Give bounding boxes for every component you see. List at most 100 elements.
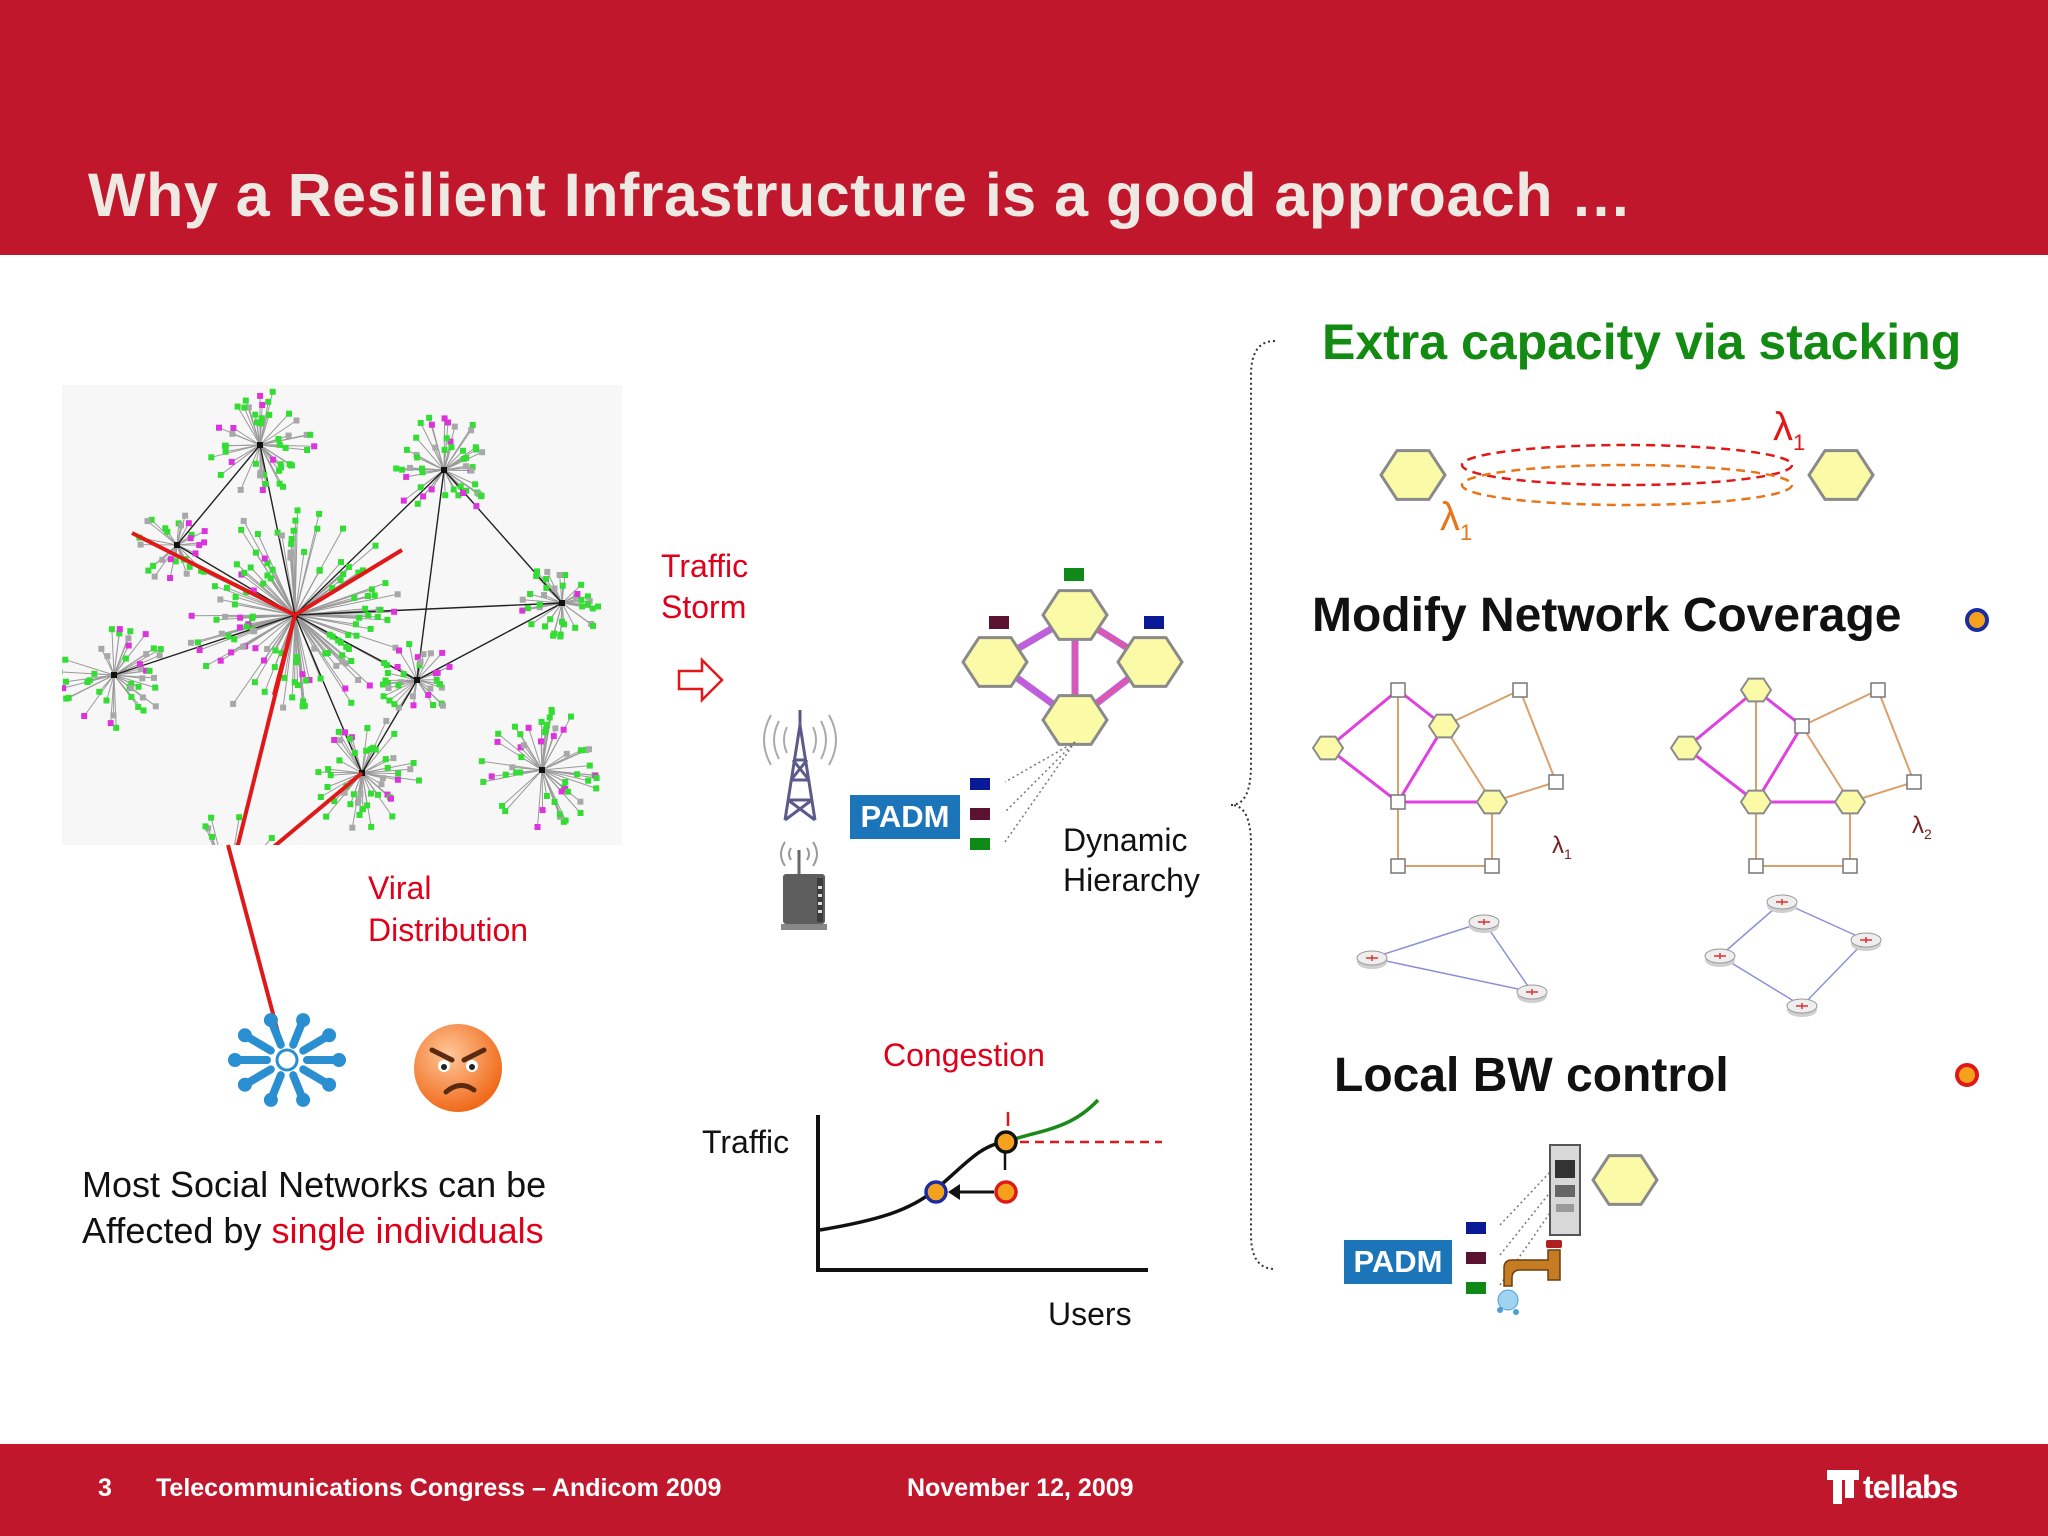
network-spoke xyxy=(83,674,115,717)
network-spoke xyxy=(248,407,261,446)
topology-switch-node xyxy=(1390,858,1406,874)
network-leaf-node xyxy=(188,531,195,538)
network-leaf-node xyxy=(351,594,358,601)
viral-label-line2: Distribution xyxy=(368,912,529,948)
network-leaf-node xyxy=(337,639,344,646)
topology-switch-node xyxy=(1842,858,1858,874)
network-leaf-node xyxy=(371,592,378,599)
network-leaf-node xyxy=(385,685,392,692)
network-leaf-node xyxy=(178,522,184,529)
traffic-storm-line1: Traffic xyxy=(661,548,749,584)
network-spoke xyxy=(294,614,307,681)
network-leaf-node xyxy=(125,635,132,642)
network-spoke xyxy=(176,515,186,546)
network-leaf-node xyxy=(238,526,245,533)
network-spoke xyxy=(561,602,576,629)
network-leaf-node xyxy=(509,764,516,771)
network-spoke xyxy=(259,434,311,446)
network-leaf-node xyxy=(579,603,586,610)
network-leaf-node xyxy=(407,464,413,471)
network-leaf-node xyxy=(528,621,535,628)
network-spoke xyxy=(416,456,445,471)
network-leaf-node xyxy=(445,419,451,426)
network-leaf-node xyxy=(339,658,346,665)
network-spoke xyxy=(65,674,115,700)
network-leaf-node xyxy=(139,694,146,701)
network-leaf-node xyxy=(544,721,550,728)
network-leaf-node xyxy=(420,493,427,500)
network-leaf-node xyxy=(81,713,88,719)
coverage-lambda-2: λ2 xyxy=(1912,812,1932,842)
network-spoke xyxy=(294,594,375,616)
network-leaf-node xyxy=(237,486,244,493)
network-spoke xyxy=(294,551,305,616)
network-leaf-node xyxy=(289,694,296,701)
network-leaf-node xyxy=(352,621,359,628)
network-spoke xyxy=(250,567,296,616)
network-leaf-node xyxy=(367,790,374,797)
network-spoke xyxy=(443,429,472,471)
network-leaf-node xyxy=(329,585,336,591)
network-leaf-node xyxy=(442,492,449,499)
network-leaf-node xyxy=(232,593,239,600)
network-leaf-node xyxy=(372,542,379,549)
network-spoke xyxy=(294,614,349,636)
network-spoke xyxy=(210,817,219,845)
network-spoke xyxy=(504,769,543,812)
network-spoke xyxy=(541,753,568,771)
network-spoke xyxy=(294,614,315,649)
network-leaf-node xyxy=(98,645,105,652)
network-leaf-node xyxy=(577,747,584,754)
tellabs-logo-text: tellabs xyxy=(1863,1469,1958,1505)
people-group-icon xyxy=(228,1013,346,1107)
network-leaf-node xyxy=(62,678,69,685)
network-leaf-node xyxy=(585,777,592,784)
network-leaf-node xyxy=(62,685,67,692)
topology-switch-node xyxy=(1748,858,1764,874)
network-leaf-node xyxy=(213,616,220,623)
network-leaf-node xyxy=(316,567,323,574)
network-leaf-node xyxy=(264,646,271,652)
network-leaf-node xyxy=(192,550,199,557)
network-leaf-node xyxy=(339,652,346,659)
network-spoke xyxy=(233,427,261,446)
network-spoke xyxy=(294,561,342,616)
network-leaf-node xyxy=(287,549,294,556)
network-leaf-node xyxy=(314,525,321,532)
network-leaf-node xyxy=(150,562,157,569)
person-body xyxy=(299,1031,334,1055)
network-spoke xyxy=(443,469,472,472)
network-leaf-node xyxy=(593,785,600,792)
network-spoke xyxy=(361,772,372,794)
network-leaf-node xyxy=(351,750,358,756)
network-spoke xyxy=(154,544,178,577)
network-leaf-node xyxy=(400,671,407,678)
network-link xyxy=(416,469,445,681)
congestion-label: Congestion xyxy=(883,1037,1045,1073)
topology-switch-node xyxy=(1870,682,1886,698)
coverage-lambda-1: λ1 xyxy=(1552,832,1572,862)
network-leaf-node xyxy=(520,742,527,749)
network-leaf-node xyxy=(392,644,399,651)
network-leaf-node xyxy=(62,668,63,675)
network-hub-node xyxy=(414,677,420,683)
network-leaf-node xyxy=(384,616,391,623)
network-leaf-node xyxy=(457,483,464,490)
network-leaf-node xyxy=(462,463,469,470)
network-leaf-node xyxy=(317,675,324,682)
network-spoke xyxy=(541,769,566,783)
hexagon-node-icon xyxy=(1427,713,1461,739)
network-leaf-node xyxy=(552,725,559,732)
network-spoke xyxy=(497,733,543,771)
network-leaf-node xyxy=(104,653,111,660)
network-leaf-node xyxy=(209,833,216,840)
network-leaf-node xyxy=(417,659,424,666)
network-leaf-node xyxy=(217,471,224,478)
network-spoke xyxy=(259,413,290,446)
network-leaf-node xyxy=(300,698,307,705)
hexagon-node-icon xyxy=(1669,735,1703,761)
network-leaf-node xyxy=(222,613,229,620)
network-leaf-node xyxy=(315,769,322,776)
network-spoke xyxy=(234,817,240,845)
network-leaf-node xyxy=(230,700,237,707)
